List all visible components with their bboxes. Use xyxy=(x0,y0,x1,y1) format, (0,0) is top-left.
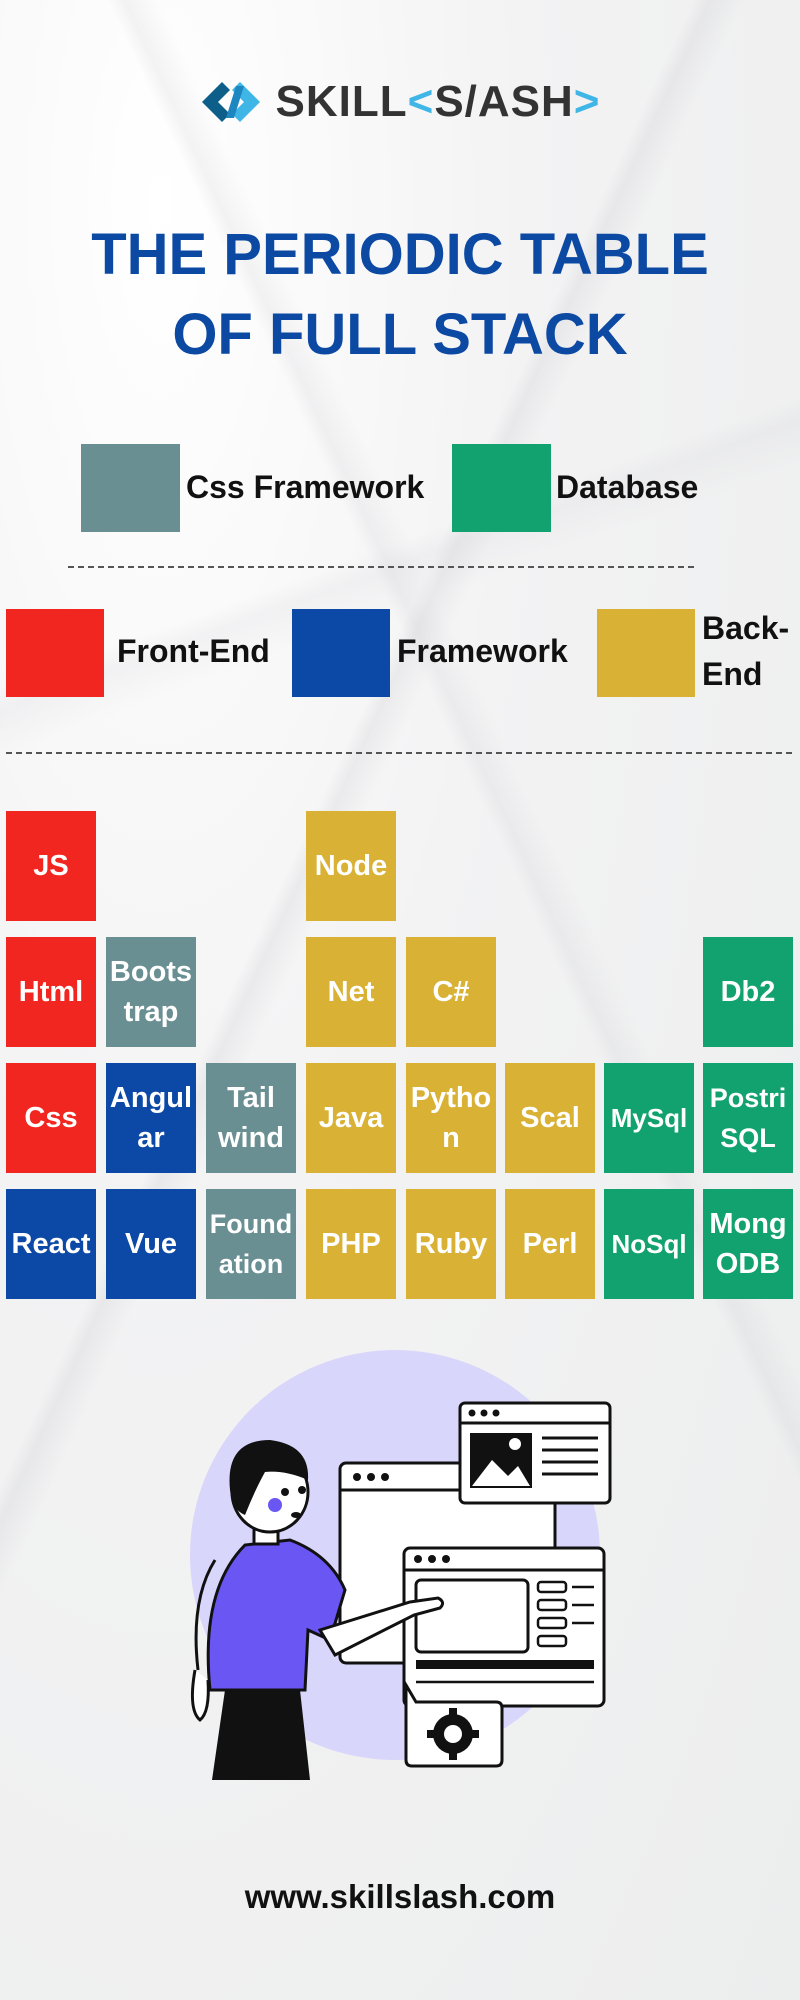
title-line-1: THE PERIODIC TABLE xyxy=(91,222,709,287)
tile-js: JS xyxy=(6,811,96,921)
tile-mongodb: Mong ODB xyxy=(703,1189,793,1299)
legend-swatch-database xyxy=(452,444,551,532)
tile-db2: Db2 xyxy=(703,937,793,1047)
tile-perl: Perl xyxy=(505,1189,595,1299)
logo-gt: > xyxy=(573,77,601,126)
logo-mid: S/ASH xyxy=(434,77,574,126)
logo-mark-icon xyxy=(201,82,260,122)
divider-2 xyxy=(6,752,792,754)
legend-swatch-css-framework xyxy=(81,444,180,532)
tile-java: Java xyxy=(306,1063,396,1173)
tile-mysql: MySql xyxy=(604,1063,694,1173)
legend-label-css-framework: Css Framework xyxy=(186,469,425,505)
title-line-2: OF FULL STACK xyxy=(172,302,628,367)
tile-nosql: NoSql xyxy=(604,1189,694,1299)
legend-swatch-front-end xyxy=(6,609,104,697)
logo-lt: < xyxy=(407,77,435,126)
legend-label-framework: Framework xyxy=(397,633,568,669)
skillslash-logo: SKILL<S/ASH> xyxy=(0,72,800,132)
image-window-icon xyxy=(458,1401,612,1505)
legend-label-back-end: Back- End xyxy=(702,610,790,692)
person-figure xyxy=(190,1440,445,1780)
website-url[interactable]: www.skillslash.com xyxy=(244,1878,556,1915)
legend-swatch-back-end xyxy=(597,609,695,697)
tile-python: Pytho n xyxy=(406,1063,496,1173)
legend-label-front-end: Front-End xyxy=(117,633,270,669)
legend-label-database: Database xyxy=(556,469,699,505)
tile-bootstrap: Boots trap xyxy=(106,937,196,1047)
tile-tailwind: Tail wind xyxy=(206,1063,296,1173)
tile-csharp: C# xyxy=(406,937,496,1047)
tile-react: React xyxy=(6,1189,96,1299)
tile-ruby: Ruby xyxy=(406,1189,496,1299)
divider-1 xyxy=(68,566,694,568)
developer-illustration xyxy=(190,1350,612,1780)
tile-postgresql: Postri SQL xyxy=(703,1063,793,1173)
logo-prefix: SKILL xyxy=(275,77,408,126)
tile-net: Net xyxy=(306,937,396,1047)
tile-node: Node xyxy=(306,811,396,921)
front-window-icon xyxy=(402,1546,606,1708)
gear-icon xyxy=(404,1679,504,1768)
legend-swatch-framework xyxy=(292,609,390,697)
tile-angular: Angul ar xyxy=(106,1063,196,1173)
tile-php: PHP xyxy=(306,1189,396,1299)
page-title: THE PERIODIC TABLE OF FULL STACK xyxy=(0,215,800,375)
tile-css: Css xyxy=(6,1063,96,1173)
logo-text: SKILL<S/ASH> xyxy=(276,77,601,127)
tile-html: Html xyxy=(6,937,96,1047)
tile-foundation: Found ation xyxy=(206,1189,296,1299)
tile-scala: Scal xyxy=(505,1063,595,1173)
tile-vue: Vue xyxy=(106,1189,196,1299)
